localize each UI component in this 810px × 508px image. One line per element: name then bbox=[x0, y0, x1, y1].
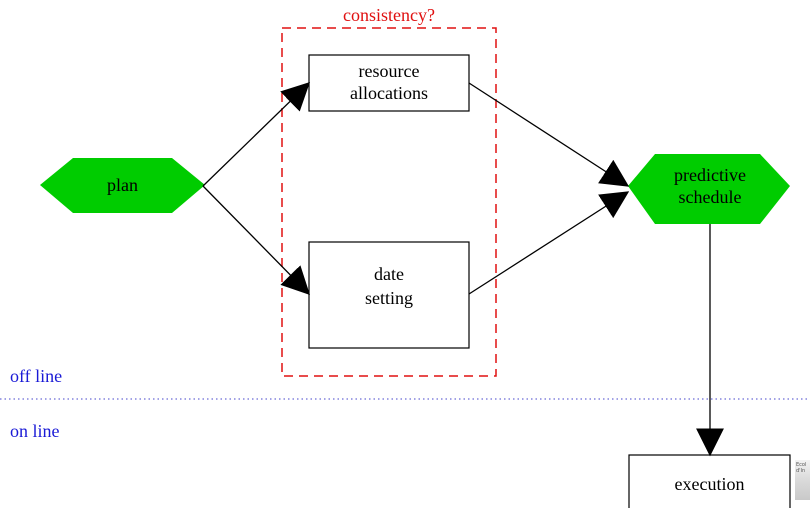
consistency-label: consistency? bbox=[343, 5, 435, 25]
consistency-group-border bbox=[281, 27, 497, 377]
predictive-schedule-line-1: predictive bbox=[674, 165, 746, 185]
plan-label: plan bbox=[107, 175, 138, 195]
resource-allocations-line-2: allocations bbox=[350, 83, 428, 103]
corner-logo-text: Ecol d'In bbox=[796, 462, 807, 474]
resource-allocations-label: resource allocations bbox=[309, 60, 469, 104]
date-setting-label: date setting bbox=[309, 262, 469, 310]
resource-allocations-box bbox=[308, 54, 470, 112]
edge-plan-to-resource-allocations bbox=[202, 82, 311, 187]
date-setting-box bbox=[308, 241, 470, 349]
edge-resource-allocations-to-predictive-schedule bbox=[468, 82, 630, 187]
resource-allocations-line-1: resource bbox=[358, 61, 420, 81]
predictive-schedule-line-2: schedule bbox=[678, 187, 742, 207]
date-setting-line-2: setting bbox=[365, 288, 413, 308]
on-line-label: on line bbox=[10, 421, 60, 441]
off-line-label: off line bbox=[10, 366, 63, 386]
execution-label: execution bbox=[674, 474, 745, 494]
edge-plan-to-date-setting bbox=[202, 185, 310, 295]
predictive-schedule-node bbox=[628, 154, 790, 224]
plan-node bbox=[40, 158, 205, 213]
edge-date-setting-to-predictive-schedule bbox=[468, 191, 630, 295]
execution-box bbox=[628, 454, 791, 508]
corner-logo-image: Ecol d'In bbox=[795, 460, 810, 500]
predictive-schedule-label: predictive schedule bbox=[640, 164, 780, 208]
date-setting-line-1: date bbox=[374, 264, 404, 284]
